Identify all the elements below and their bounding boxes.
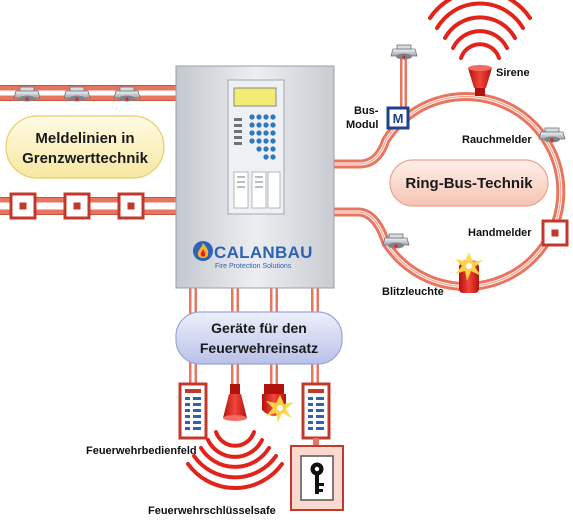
manual-call-point-icon xyxy=(63,192,91,220)
melde-linien-bubble: Meldelinien in Grenzwerttechnik xyxy=(5,115,165,179)
fire-brigade-panel-icon xyxy=(178,382,208,440)
bus-modul-label-2: Modul xyxy=(346,119,378,131)
melde-linien-line2: Grenzwerttechnik xyxy=(22,150,149,167)
manual-call-point-icon xyxy=(117,192,145,220)
siren-icon xyxy=(468,65,492,96)
flashing-light-icon xyxy=(455,252,483,293)
bus-module-icon: M xyxy=(386,106,410,130)
fire-alarm-control-panel: CALANBAU Fire Protection Solutions xyxy=(175,65,335,289)
panel-tagline: Fire Protection Solutions xyxy=(215,263,292,270)
feuerwehrbedienfeld-label: Feuerwehrbedienfeld xyxy=(86,445,197,457)
rauchmelder-label: Rauchmelder xyxy=(462,134,532,146)
blitzleuchte-label: Blitzleuchte xyxy=(382,286,444,298)
handmelder-label: Handmelder xyxy=(468,227,532,239)
manual-call-point-icon xyxy=(9,192,37,220)
geraete-line1: Geräte für den xyxy=(211,320,307,336)
key-icon xyxy=(310,462,324,494)
panel-brand: CALANBAU xyxy=(214,243,313,262)
siren-icon xyxy=(223,384,247,421)
fire-brigade-indicator-panel-icon xyxy=(301,382,331,440)
ring-bus-bubble: Ring-Bus-Technik xyxy=(389,159,549,207)
panel-down-cables xyxy=(189,286,319,385)
feuerwehrschluesselsafe-label: Feuerwehrschlüsselsafe xyxy=(148,505,276,517)
bus-modul-label-1: Bus- xyxy=(354,105,379,117)
geraete-line2: Feuerwehreinsatz xyxy=(200,340,318,356)
siren-sound-waves xyxy=(186,430,284,491)
flashing-light-icon xyxy=(262,384,294,423)
bus-module-letter: M xyxy=(393,111,404,126)
manual-call-point-icon xyxy=(541,219,569,247)
panel-keypad xyxy=(249,114,276,160)
calanbau-logo-icon xyxy=(193,241,213,261)
geraete-bubble: Geräte für den Feuerwehreinsatz xyxy=(175,311,343,365)
panel-display xyxy=(233,87,277,107)
smoke-detector-icon xyxy=(390,44,418,60)
melde-linien-line1: Meldelinien in xyxy=(35,130,134,147)
panel-leds xyxy=(234,118,242,145)
ring-bus-title: Ring-Bus-Technik xyxy=(405,175,533,192)
siren-sound-waves xyxy=(428,0,532,60)
sirene-label: Sirene xyxy=(496,67,530,79)
